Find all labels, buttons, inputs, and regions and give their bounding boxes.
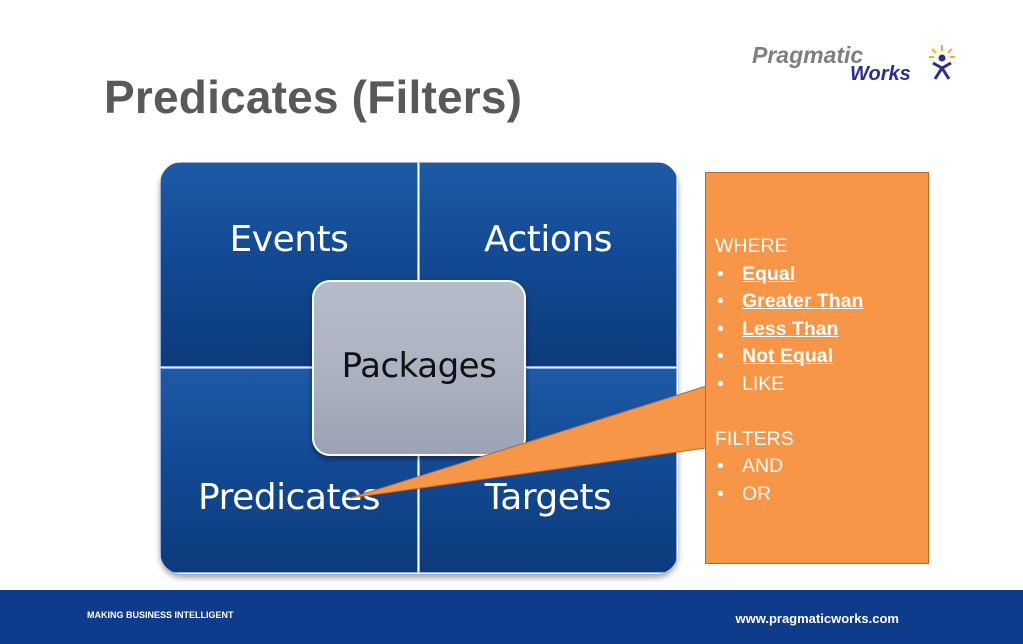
packages-label: Packages bbox=[341, 346, 497, 386]
events-label: Events bbox=[229, 219, 349, 260]
footer-url[interactable]: www.pragmaticworks.com bbox=[735, 611, 899, 626]
packages-box: Packages bbox=[312, 280, 526, 456]
person-icon bbox=[929, 45, 955, 80]
predicate-operators-callout: WHERE Equal Greater Than Less Than Not E… bbox=[705, 172, 929, 564]
targets-label: Targets bbox=[484, 477, 612, 518]
or-item: OR bbox=[742, 482, 772, 505]
slide-title: Predicates (Filters) bbox=[104, 71, 523, 123]
footer-bar: MAKING BUSINESS INTELLIGENT www.pragmati… bbox=[0, 590, 1023, 644]
logo-graphic: Pragmatic Works bbox=[752, 42, 955, 84]
svg-text:Works: Works bbox=[850, 63, 911, 84]
not-equal-link[interactable]: Not Equal bbox=[742, 345, 833, 367]
list-item: LIKE bbox=[715, 371, 925, 399]
filters-heading: FILTERS bbox=[715, 427, 794, 450]
like-item: LIKE bbox=[742, 372, 785, 395]
list-item[interactable]: Not Equal bbox=[715, 343, 925, 371]
where-heading: WHERE bbox=[715, 235, 788, 257]
and-item: AND bbox=[742, 455, 784, 477]
list-item: OR bbox=[715, 481, 925, 509]
list-item[interactable]: Less Than bbox=[715, 316, 925, 344]
footer-tagline: MAKING BUSINESS INTELLIGENT bbox=[87, 610, 234, 620]
equal-link[interactable]: Equal bbox=[742, 262, 796, 285]
svg-text:Pragmatic: Pragmatic bbox=[752, 42, 863, 68]
where-list: Equal Greater Than Less Than Not Equal L… bbox=[715, 261, 925, 399]
less-than-link[interactable]: Less Than bbox=[742, 317, 839, 340]
actions-label: Actions bbox=[483, 219, 613, 260]
list-item[interactable]: Greater Than bbox=[715, 288, 925, 316]
filters-list: AND OR bbox=[715, 453, 925, 508]
list-item[interactable]: Equal bbox=[715, 261, 925, 289]
greater-than-link[interactable]: Greater Than bbox=[742, 290, 864, 312]
spacer bbox=[715, 398, 925, 426]
callout-text: WHERE Equal Greater Than Less Than Not E… bbox=[715, 233, 925, 508]
list-item: AND bbox=[715, 453, 925, 481]
pragmatic-works-logo: Pragmatic Works bbox=[752, 40, 962, 84]
